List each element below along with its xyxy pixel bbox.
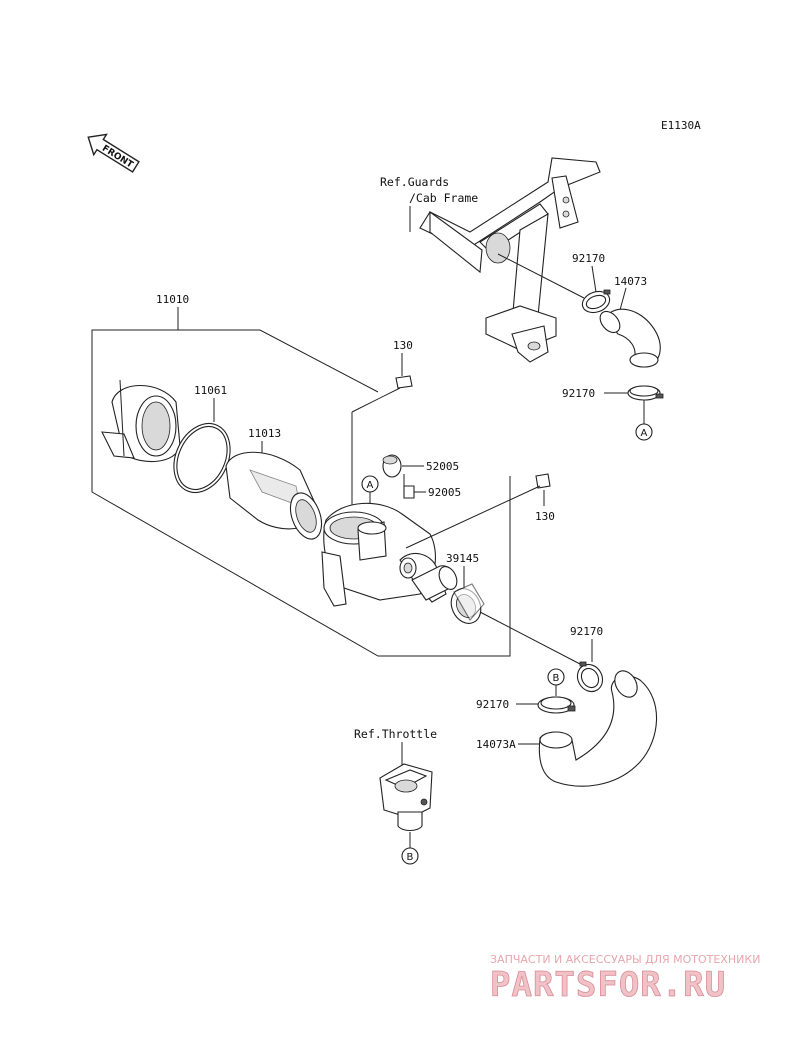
plug-part	[403, 485, 415, 499]
part-11061-label: 11061	[194, 384, 227, 397]
part-92170-label: 92170	[572, 252, 605, 265]
intake-duct-part	[599, 308, 661, 368]
callout-b: B	[553, 673, 560, 684]
part-92005-label: 92005	[428, 486, 461, 499]
hose-clamp-part	[537, 696, 576, 714]
cab-frame-part	[419, 157, 601, 363]
leader-line	[619, 287, 627, 311]
watermark-logo: PARTSFOR.RU	[490, 965, 726, 1005]
part-92170-label: 92170	[476, 698, 509, 711]
part-14073A-label: 14073A	[476, 738, 516, 751]
part-92170-label: 92170	[562, 387, 595, 400]
leader-line	[497, 253, 585, 299]
assembly-outline	[178, 329, 379, 393]
hose-clamp-part	[627, 385, 664, 401]
callout-b-circle	[401, 847, 419, 865]
coupler-part	[450, 583, 485, 624]
part-130-label: 130	[393, 339, 413, 352]
hose-clamp-part	[581, 289, 611, 314]
part-52005-label: 52005	[426, 460, 459, 473]
diagram-code: E1130A	[661, 119, 701, 132]
ref-throttle-label: Ref.Throttle	[354, 727, 437, 741]
throttle-body-part	[379, 763, 433, 832]
air-cleaner-cover-part	[101, 379, 181, 463]
bolt-part	[351, 375, 413, 413]
intake-hose-part	[538, 670, 658, 787]
cap-part	[382, 454, 402, 478]
part-39145-label: 39145	[446, 552, 479, 565]
front-arrow-icon: FRONT	[87, 133, 140, 173]
filter-element-part	[225, 451, 323, 540]
ref-guards-label: Ref.Guards	[380, 175, 449, 189]
callout-a: A	[641, 428, 648, 439]
hose-clamp-part	[576, 661, 604, 693]
part-92170-label: 92170	[570, 625, 603, 638]
part-11010-label: 11010	[156, 293, 189, 306]
part-130-label: 130	[535, 510, 555, 523]
callout-a-circle	[635, 423, 653, 441]
leader-line	[479, 611, 581, 665]
ref-cab-frame-label: /Cab Frame	[409, 191, 478, 205]
bolt-part	[405, 473, 551, 549]
callout-b: B	[407, 852, 414, 863]
o-ring-part	[173, 423, 231, 493]
leader-line	[591, 265, 597, 293]
watermark-text: ЗАПЧАСТИ И АКСЕССУАРЫ ДЛЯ МОТОТЕХНИКИ	[490, 953, 760, 966]
part-11013-label: 11013	[248, 427, 281, 440]
part-14073-label: 14073	[614, 275, 647, 288]
callout-a: A	[367, 480, 374, 491]
outlet-pipe-part	[411, 565, 458, 601]
callout-a-circle	[361, 475, 379, 493]
